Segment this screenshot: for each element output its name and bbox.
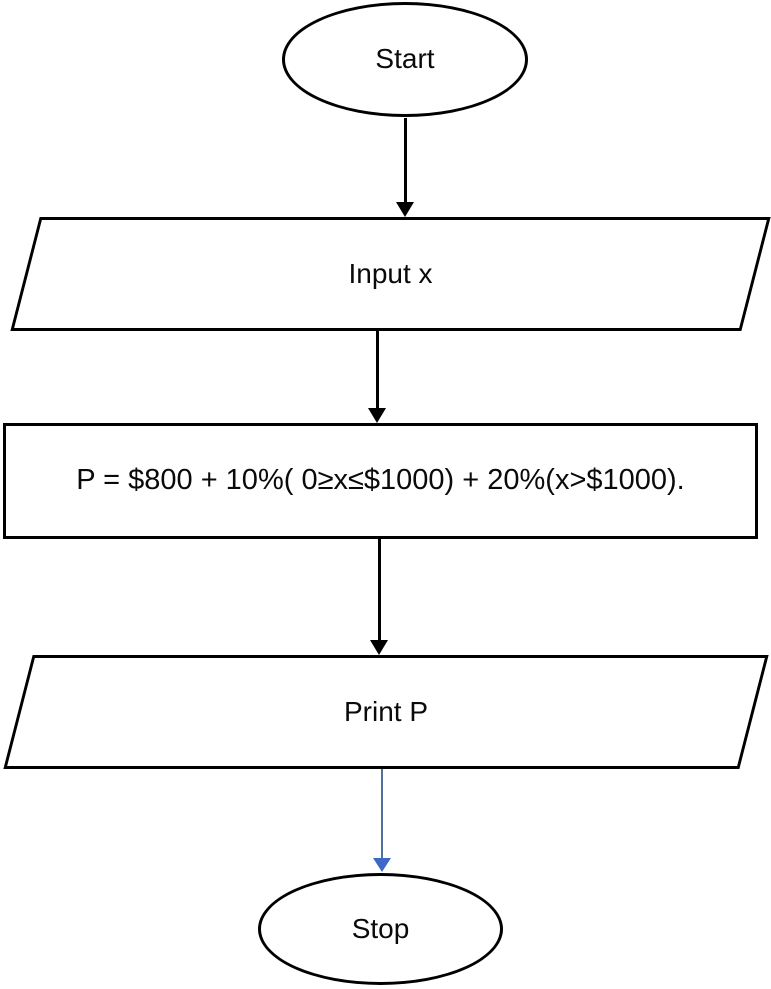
stop-terminator-node: Stop xyxy=(258,873,503,985)
start-label: Start xyxy=(375,43,435,75)
edge-process-to-print-arrowhead-icon xyxy=(370,640,388,655)
edge-start-to-input-arrowhead-icon xyxy=(396,202,414,217)
start-terminator-node: Start xyxy=(282,2,528,117)
input-x-io-node xyxy=(10,217,771,331)
edge-start-to-input-line xyxy=(404,118,407,204)
edge-print-to-stop-arrowhead-icon xyxy=(373,858,391,872)
edge-input-to-process-arrowhead-icon xyxy=(368,408,386,423)
process-formula-node: P = $800 + 10%( 0≥x≤$1000) + 20%(x>$1000… xyxy=(3,423,758,539)
print-p-io-node xyxy=(3,655,769,769)
stop-label: Stop xyxy=(351,912,410,944)
edge-input-to-process-line xyxy=(376,331,379,410)
edge-print-to-stop-line xyxy=(381,769,383,859)
process-formula-label: P = $800 + 10%( 0≥x≤$1000) + 20%(x>$1000… xyxy=(76,464,685,497)
edge-process-to-print-line xyxy=(378,539,381,644)
